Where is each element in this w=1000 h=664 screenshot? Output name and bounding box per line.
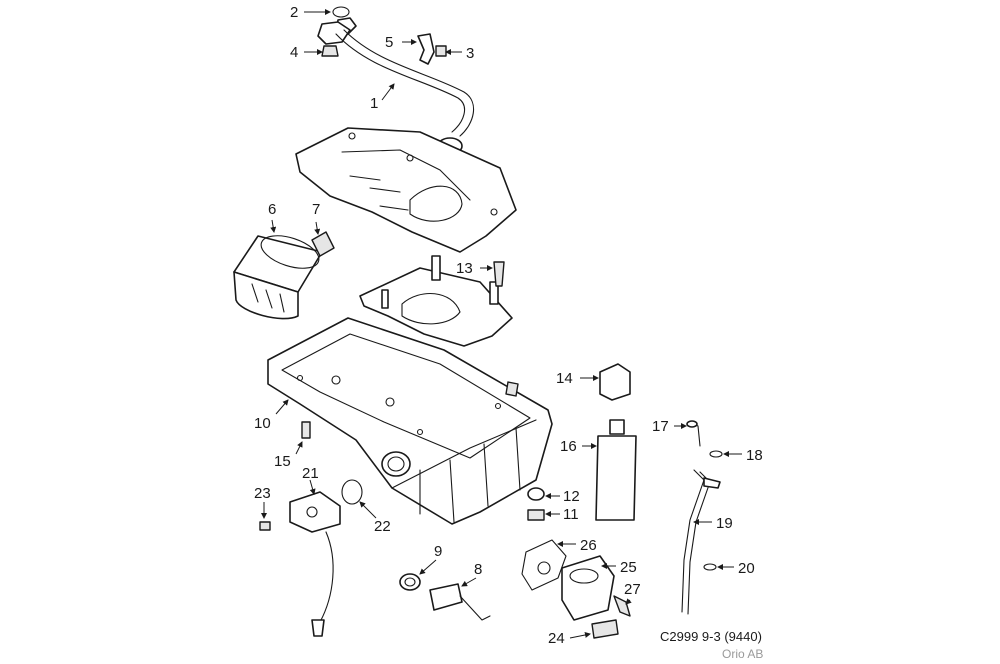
callout-13: 13 xyxy=(456,260,473,277)
sensor-housing-21 xyxy=(289,491,341,533)
callout-12: 12 xyxy=(563,488,580,505)
callout-19: 19 xyxy=(716,515,733,532)
bolt-23 xyxy=(259,521,271,531)
callout-leaders xyxy=(261,9,742,639)
cover-cap-14 xyxy=(599,363,631,401)
callout-10: 10 xyxy=(254,415,271,432)
callout-22: 22 xyxy=(374,518,391,535)
bolt-24 xyxy=(591,619,619,639)
gasket-22 xyxy=(341,479,363,505)
bolt-15 xyxy=(301,421,311,439)
callout-11: 11 xyxy=(563,506,579,523)
gasket-26 xyxy=(521,539,567,591)
callout-4: 4 xyxy=(290,44,298,61)
baffle-plate-upper xyxy=(295,127,517,253)
callout-23: 23 xyxy=(254,485,271,502)
callout-25: 25 xyxy=(620,559,637,576)
callout-21: 21 xyxy=(302,465,319,482)
callout-18: 18 xyxy=(746,447,763,464)
callout-26: 26 xyxy=(580,537,597,554)
callout-15: 15 xyxy=(274,453,291,470)
oil-filter xyxy=(233,235,323,320)
nut-4 xyxy=(321,45,339,57)
callout-6: 6 xyxy=(268,201,276,218)
oil-sump xyxy=(267,317,553,525)
callout-24: 24 xyxy=(548,630,565,647)
bolt-27 xyxy=(613,595,631,617)
callout-3: 3 xyxy=(466,45,474,62)
bolt-sump-upper xyxy=(505,381,519,397)
callout-14: 14 xyxy=(556,370,573,387)
callout-numbers: 1 2 3 4 5 6 7 8 9 10 11 12 13 14 15 16 1… xyxy=(254,4,763,647)
callout-17: 17 xyxy=(652,418,669,435)
dipstick-17 xyxy=(686,420,701,447)
dipstick-tube-19 xyxy=(681,469,721,615)
bolt-13 xyxy=(493,261,505,287)
threaded-nipple-7 xyxy=(311,231,335,257)
callout-8: 8 xyxy=(474,561,482,578)
copyright-text: Orio AB xyxy=(722,647,763,661)
callout-27: 27 xyxy=(624,581,641,598)
callout-1: 1 xyxy=(370,95,378,112)
washer-12 xyxy=(527,487,545,501)
sensor-cable xyxy=(311,531,334,637)
clip-bracket-5 xyxy=(417,33,435,65)
sealant-tube-16 xyxy=(595,419,637,521)
seal-ring-9 xyxy=(399,573,421,591)
thermostat-housing-25 xyxy=(561,555,615,621)
callout-5: 5 xyxy=(385,34,393,51)
callout-16: 16 xyxy=(560,438,577,455)
callout-20: 20 xyxy=(738,560,755,577)
oil-pressure-switch-8 xyxy=(429,583,491,621)
callout-9: 9 xyxy=(434,543,442,560)
o-ring-20 xyxy=(703,563,717,571)
o-ring-18 xyxy=(709,450,723,458)
bolt-3 xyxy=(435,45,447,57)
drain-plug-11 xyxy=(527,509,545,521)
callout-2: 2 xyxy=(290,4,298,21)
o-ring-small xyxy=(332,6,350,18)
drawing-code: C2999 9-3 (9440) xyxy=(660,629,762,644)
baffle-plate-lower xyxy=(359,255,513,347)
callout-7: 7 xyxy=(312,201,320,218)
